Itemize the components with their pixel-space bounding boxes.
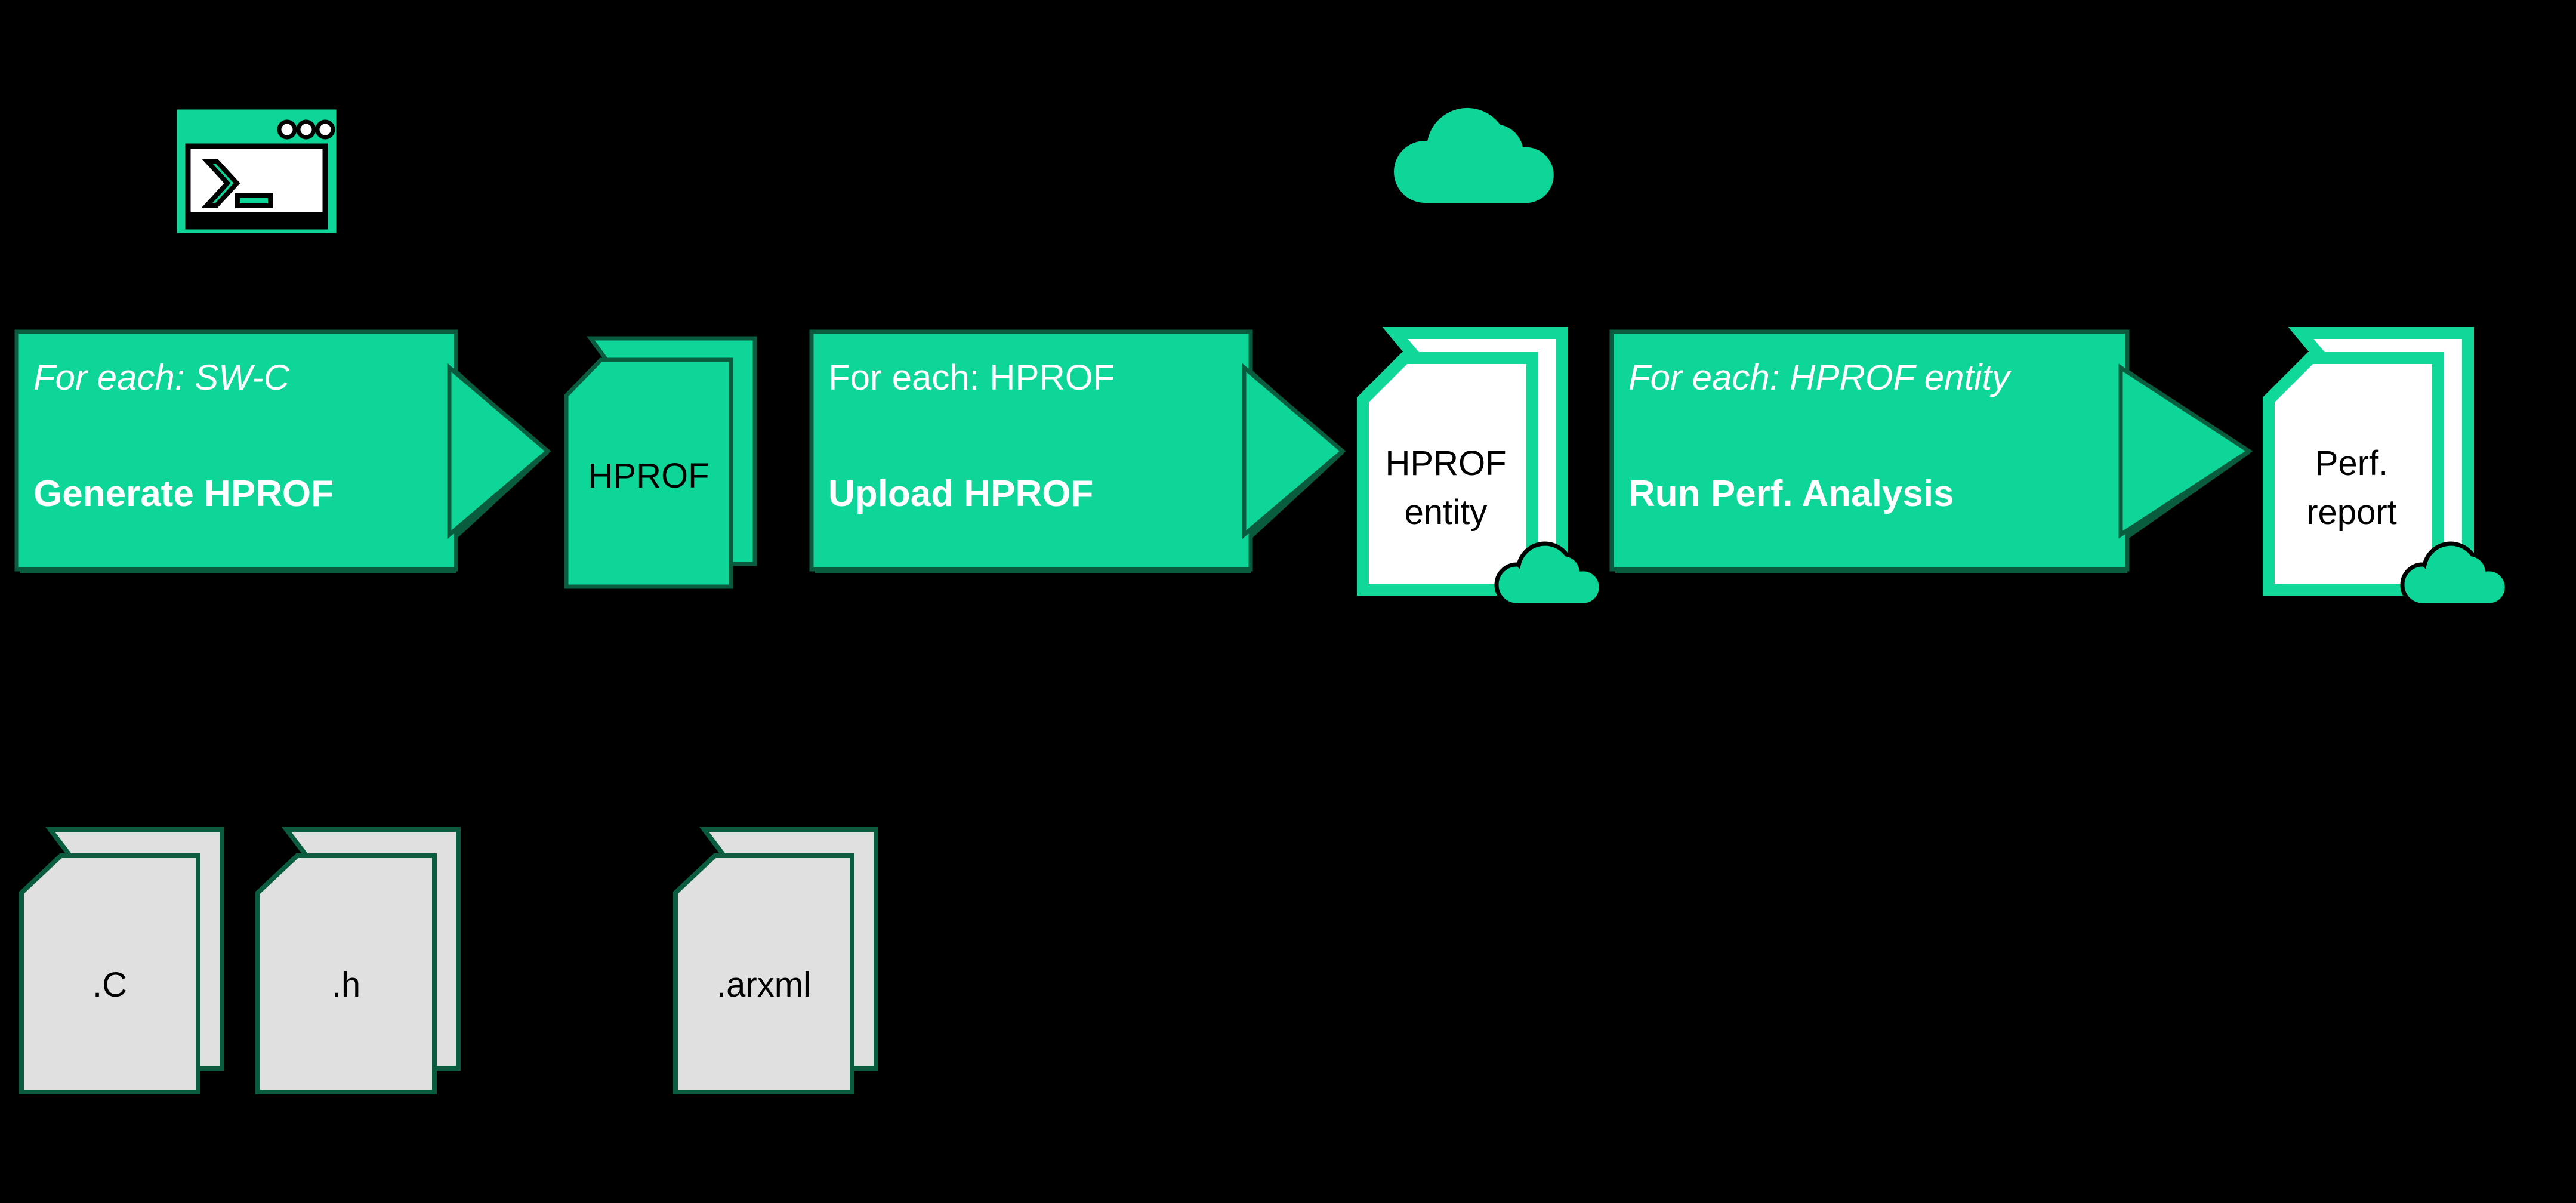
process-box bbox=[809, 329, 1253, 572]
document-front-sheet bbox=[673, 853, 854, 1094]
flow-arrow-icon bbox=[447, 363, 551, 539]
process-title: Generate HPROF bbox=[33, 473, 334, 514]
artifact-hprof[interactable]: HPROF bbox=[558, 331, 773, 600]
artifact-label-line2: entity bbox=[1405, 493, 1488, 532]
cloud-icon bbox=[1372, 95, 1554, 209]
terminal-icon bbox=[170, 103, 343, 240]
terminal-dot-1 bbox=[277, 119, 297, 140]
input-file-label: .arxml bbox=[717, 966, 811, 1004]
flow-arrow-icon bbox=[1242, 363, 1346, 539]
process-step-run-perf-analysis[interactable]: For each: HPROF entity Run Perf. Analysi… bbox=[1607, 327, 2263, 578]
artifact-label-line1: Perf. bbox=[2315, 444, 2389, 483]
document-front-sheet bbox=[564, 357, 733, 589]
input-file-c[interactable]: .C bbox=[13, 822, 240, 1103]
cloud-icon bbox=[1494, 541, 1603, 607]
artifact-hprof-entity[interactable]: HPROF entity bbox=[1353, 327, 1616, 613]
artifact-perf-report[interactable]: Perf. report bbox=[2259, 327, 2522, 613]
flow-arrow-icon bbox=[2118, 363, 2253, 539]
document-front-sheet bbox=[2263, 352, 2444, 596]
process-scope-label: For each: SW-C bbox=[33, 357, 290, 397]
artifact-label-line1: HPROF bbox=[1386, 444, 1507, 483]
artifact-label-line2: report bbox=[2306, 493, 2397, 532]
process-scope-label: For each: HPROF entity bbox=[1628, 357, 2012, 397]
artifact-label: HPROF bbox=[588, 456, 709, 495]
process-title: Upload HPROF bbox=[828, 473, 1093, 514]
terminal-cursor-icon bbox=[235, 193, 273, 208]
process-title: Run Perf. Analysis bbox=[1628, 473, 1954, 514]
process-box bbox=[14, 329, 458, 572]
input-file-label: .C bbox=[92, 966, 127, 1004]
process-step-upload-hprof[interactable]: For each: HPROF Upload HPROF bbox=[807, 327, 1356, 578]
input-file-label: .h bbox=[332, 966, 360, 1004]
process-box bbox=[1609, 329, 2130, 572]
process-step-generate-hprof[interactable]: For each: SW-C Generate HPROF bbox=[12, 327, 561, 578]
terminal-dot-3 bbox=[315, 119, 335, 140]
document-front-sheet bbox=[19, 853, 200, 1094]
document-front-sheet bbox=[255, 853, 437, 1094]
input-file-h[interactable]: .h bbox=[249, 822, 476, 1103]
cloud-icon bbox=[2400, 541, 2509, 607]
document-front-sheet bbox=[1357, 352, 1538, 596]
terminal-dot-2 bbox=[296, 119, 316, 140]
process-scope-label: For each: HPROF bbox=[828, 357, 1115, 397]
input-file-arxml[interactable]: .arxml bbox=[667, 822, 894, 1103]
terminal-prompt-chevron-icon bbox=[201, 159, 240, 208]
